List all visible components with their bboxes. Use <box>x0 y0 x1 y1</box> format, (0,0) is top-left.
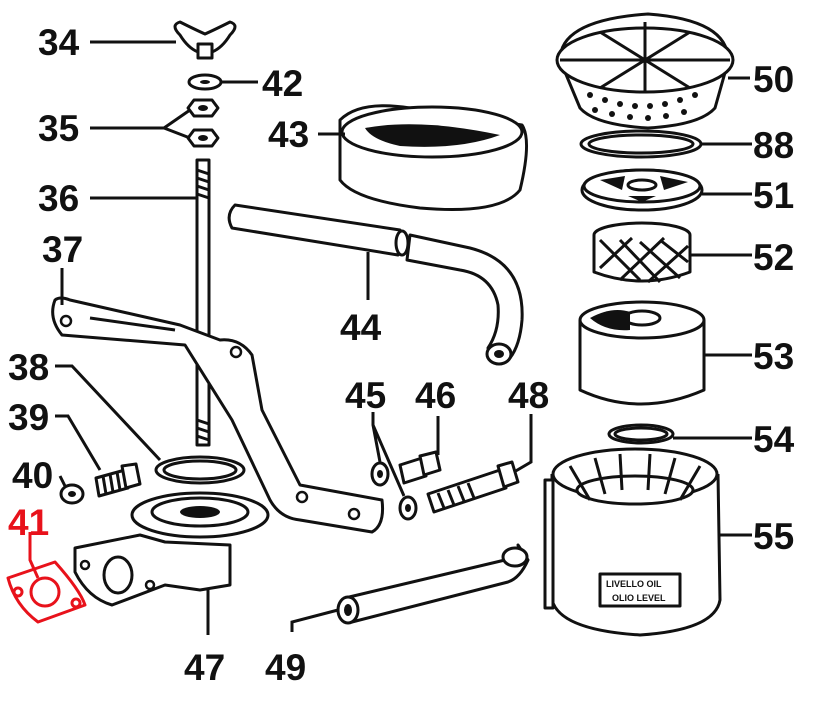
label-34: 34 <box>38 22 80 63</box>
bowl-stamp-line-2: OLIO LEVEL <box>612 593 666 603</box>
label-45: 45 <box>345 375 386 416</box>
label-38: 38 <box>8 347 49 388</box>
label-36: 36 <box>38 178 79 219</box>
part-41-flange-gasket <box>6 560 87 624</box>
part-49-pipe <box>336 543 530 625</box>
label-40: 40 <box>12 455 53 496</box>
label-49: 49 <box>265 647 306 688</box>
label-55: 55 <box>753 516 794 557</box>
label-54: 54 <box>753 419 795 460</box>
label-42: 42 <box>262 63 303 104</box>
label-39: 39 <box>8 397 49 438</box>
leader-35 <box>90 108 191 140</box>
part-50-strainer-cap <box>555 12 735 130</box>
label-44: 44 <box>340 307 382 348</box>
bowl-stamp-line-1: LIVELLO OIL <box>606 579 662 589</box>
part-37-bracket <box>51 296 384 534</box>
label-37: 37 <box>42 229 83 270</box>
label-53: 53 <box>753 336 794 377</box>
part-39-bolt <box>94 462 142 498</box>
part-38-gasket-ring <box>154 455 246 485</box>
label-43: 43 <box>268 114 309 155</box>
leader-40 <box>58 475 67 487</box>
label-46: 46 <box>415 375 456 416</box>
part-42-washer <box>187 73 223 91</box>
part-40-washer <box>59 483 85 505</box>
part-35-nuts <box>186 98 220 148</box>
part-48-long-bolt <box>426 460 520 514</box>
part-45-washers <box>370 461 418 521</box>
part-53-filter-cartridge <box>578 300 706 406</box>
label-50: 50 <box>753 59 794 100</box>
part-51-spoked-plate <box>580 168 704 212</box>
label-35: 35 <box>38 108 79 149</box>
leader-48 <box>513 414 533 474</box>
part-46-bolt <box>398 450 442 485</box>
label-41: 41 <box>8 502 49 543</box>
part-44-hose <box>227 203 524 366</box>
leader-41 <box>28 532 40 579</box>
part-54-o-ring <box>607 423 675 445</box>
leader-38 <box>55 364 162 462</box>
part-36-stud-rod <box>195 158 211 447</box>
leader-45 <box>371 412 406 497</box>
label-88: 88 <box>753 125 794 166</box>
leader-39 <box>55 414 102 471</box>
label-51: 51 <box>753 175 794 216</box>
label-52: 52 <box>753 237 794 278</box>
leader-49 <box>290 608 339 632</box>
part-55-bowl: LIVELLO OIL OLIO LEVEL <box>543 447 722 637</box>
label-48: 48 <box>508 375 549 416</box>
label-47: 47 <box>184 647 225 688</box>
part-43-cover <box>338 104 529 211</box>
part-47-base-housing <box>73 491 270 607</box>
part-88-o-ring <box>579 129 703 159</box>
leader-lines <box>28 40 752 635</box>
part-52-mesh-filter <box>592 221 692 284</box>
part-number-labels: 34 42 35 36 37 38 39 40 41 43 44 45 46 4… <box>8 22 795 688</box>
part-34-wing-nut <box>173 20 237 60</box>
